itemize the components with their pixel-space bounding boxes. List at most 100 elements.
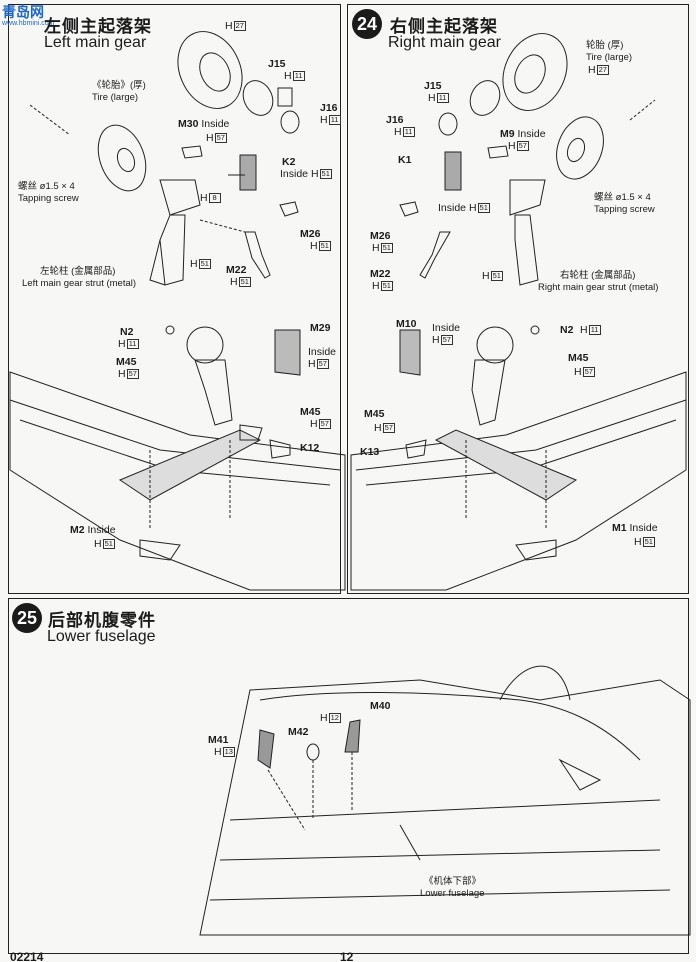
left-j16-hub [280,110,300,134]
step-23-title-cn: 左侧主起落架 [44,17,152,36]
lower-fuselage-en: Lower fuselage [420,888,485,899]
part-j15-right: J15 [424,80,442,92]
screw-right-en: Tapping screw [594,204,655,215]
part-m30: M30 Inside [178,118,230,130]
step-25-title-cn: 后部机腹零件 [48,611,156,630]
part-k2: K2 [282,156,296,168]
part-m45-right: M45 [568,352,589,364]
tire-left-cn: 《轮胎》(厚) [92,80,146,91]
step-23-panel [8,4,341,594]
part-j15-left: J15 [268,58,286,70]
tire-right-cn: 轮胎 (厚) [586,40,624,51]
step-23-title-en: Left main gear [44,34,147,51]
screw-right-cn: 螺丝 ø1.5 × 4 [594,192,651,203]
part-n2-left: N2 [120,326,134,338]
tire-right-en: Tire (large) [586,52,633,63]
footer-code: 02214 [10,950,44,962]
part-m2: M2 Inside [70,524,116,536]
part-k1: K1 [398,154,412,166]
tire-left-en: Tire (large) [92,92,139,103]
step-24-title-cn: 右侧主起落架 [390,17,498,36]
part-m45b-left: M45 [300,406,321,418]
step-24-panel [347,4,689,594]
part-m22-left: M22 [226,264,247,276]
part-m9: M9 Inside [500,128,546,140]
step-24-title-en: Right main gear [388,34,501,51]
part-m41: M41 [208,734,229,746]
strut-left-en: Left main gear strut (metal) [22,278,137,289]
part-m10-inside: Inside [432,322,461,334]
part-m40: M40 [370,700,391,712]
part-k12: K12 [300,442,320,454]
part-m45-left: M45 [116,356,137,368]
strut-left-cn: 左轮柱 (金属部品) [40,266,116,277]
footer-page-number: 12 [340,950,354,962]
left-wing-outline [9,371,346,591]
part-m26-left: M26 [300,228,321,240]
part-m29: M29 [310,322,331,334]
part-m45b-right: M45 [364,408,385,420]
part-j16-left: J16 [320,102,338,114]
step-25-title-en: Lower fuselage [47,628,156,645]
right-j16-hub [438,112,458,136]
right-j15-hub [469,80,501,116]
part-m22-right: M22 [370,268,391,280]
right-tire [502,33,568,111]
step-25-number: 25 [12,603,42,633]
strut-right-en: Right main gear strut (metal) [538,282,659,293]
fuselage-outline [199,679,691,936]
lower-fuselage-cn: 《机体下部》 [424,876,482,887]
watermark-logo: 青岛网 [2,4,44,20]
screw-left-en: Tapping screw [18,193,79,204]
strut-right-cn: 右轮柱 (金属部品) [560,270,636,281]
part-m42: M42 [288,726,309,738]
left-tire [177,31,243,109]
part-m26-right: M26 [370,230,391,242]
part-m29-inside: Inside [308,346,337,358]
part-k13: K13 [360,446,380,458]
left-wheel [97,124,147,192]
part-m1: M1 Inside [612,522,658,534]
part-n2-right: N2 [560,324,574,336]
right-wheel [556,116,604,180]
left-j15-hub [242,80,274,116]
step-25-panel [8,598,689,954]
right-wing-outline [350,371,687,591]
watermark-url: www.hbmini.com [2,20,55,27]
screw-left-cn: 螺丝 ø1.5 × 4 [18,181,75,192]
step-24-number: 24 [352,9,382,39]
part-m10: M10 [396,318,417,330]
part-j16-right: J16 [386,114,404,126]
